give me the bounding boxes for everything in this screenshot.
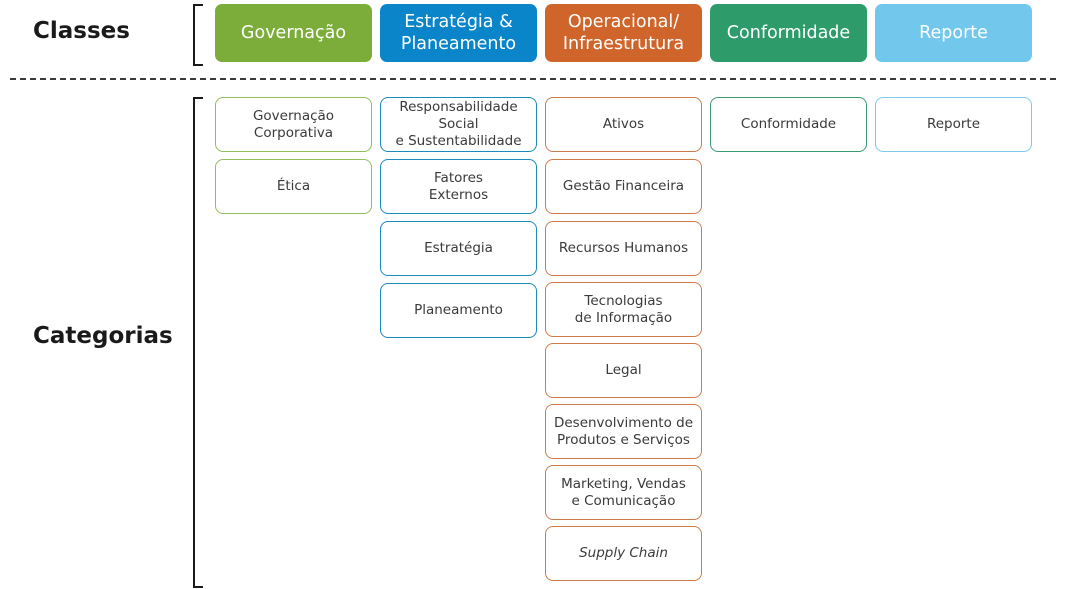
class-reporte: Reporte [875, 4, 1032, 62]
category-governacao-corporativa: Governação Corporativa [215, 97, 372, 152]
class-operacional-infraestrutura: Operacional/ Infraestrutura [545, 4, 702, 62]
categories-row-label: Categorias [33, 323, 173, 349]
category-planeamento: Planeamento [380, 283, 537, 338]
category-supply-chain: Supply Chain [545, 526, 702, 581]
classes-row-label: Classes [33, 18, 130, 44]
category-etica: Ética [215, 159, 372, 214]
category-reporte: Reporte [875, 97, 1032, 152]
class-conformidade: Conformidade [710, 4, 867, 62]
category-recursos-humanos: Recursos Humanos [545, 221, 702, 276]
category-tecnologias-informacao: Tecnologias de Informação [545, 282, 702, 337]
classes-bracket [193, 4, 203, 66]
category-marketing-vendas: Marketing, Vendas e Comunicação [545, 465, 702, 520]
class-governacao: Governação [215, 4, 372, 62]
categories-bracket [193, 97, 203, 588]
category-estrategia: Estratégia [380, 221, 537, 276]
section-divider [10, 78, 1056, 80]
category-responsabilidade-social: Responsabilidade Social e Sustentabilida… [380, 97, 537, 152]
category-desenvolvimento-produtos: Desenvolvimento de Produtos e Serviços [545, 404, 702, 459]
category-legal: Legal [545, 343, 702, 398]
category-fatores-externos: Fatores Externos [380, 159, 537, 214]
category-ativos: Ativos [545, 97, 702, 152]
class-estrategia-planeamento: Estratégia & Planeamento [380, 4, 537, 62]
category-gestao-financeira: Gestão Financeira [545, 159, 702, 214]
category-conformidade: Conformidade [710, 97, 867, 152]
